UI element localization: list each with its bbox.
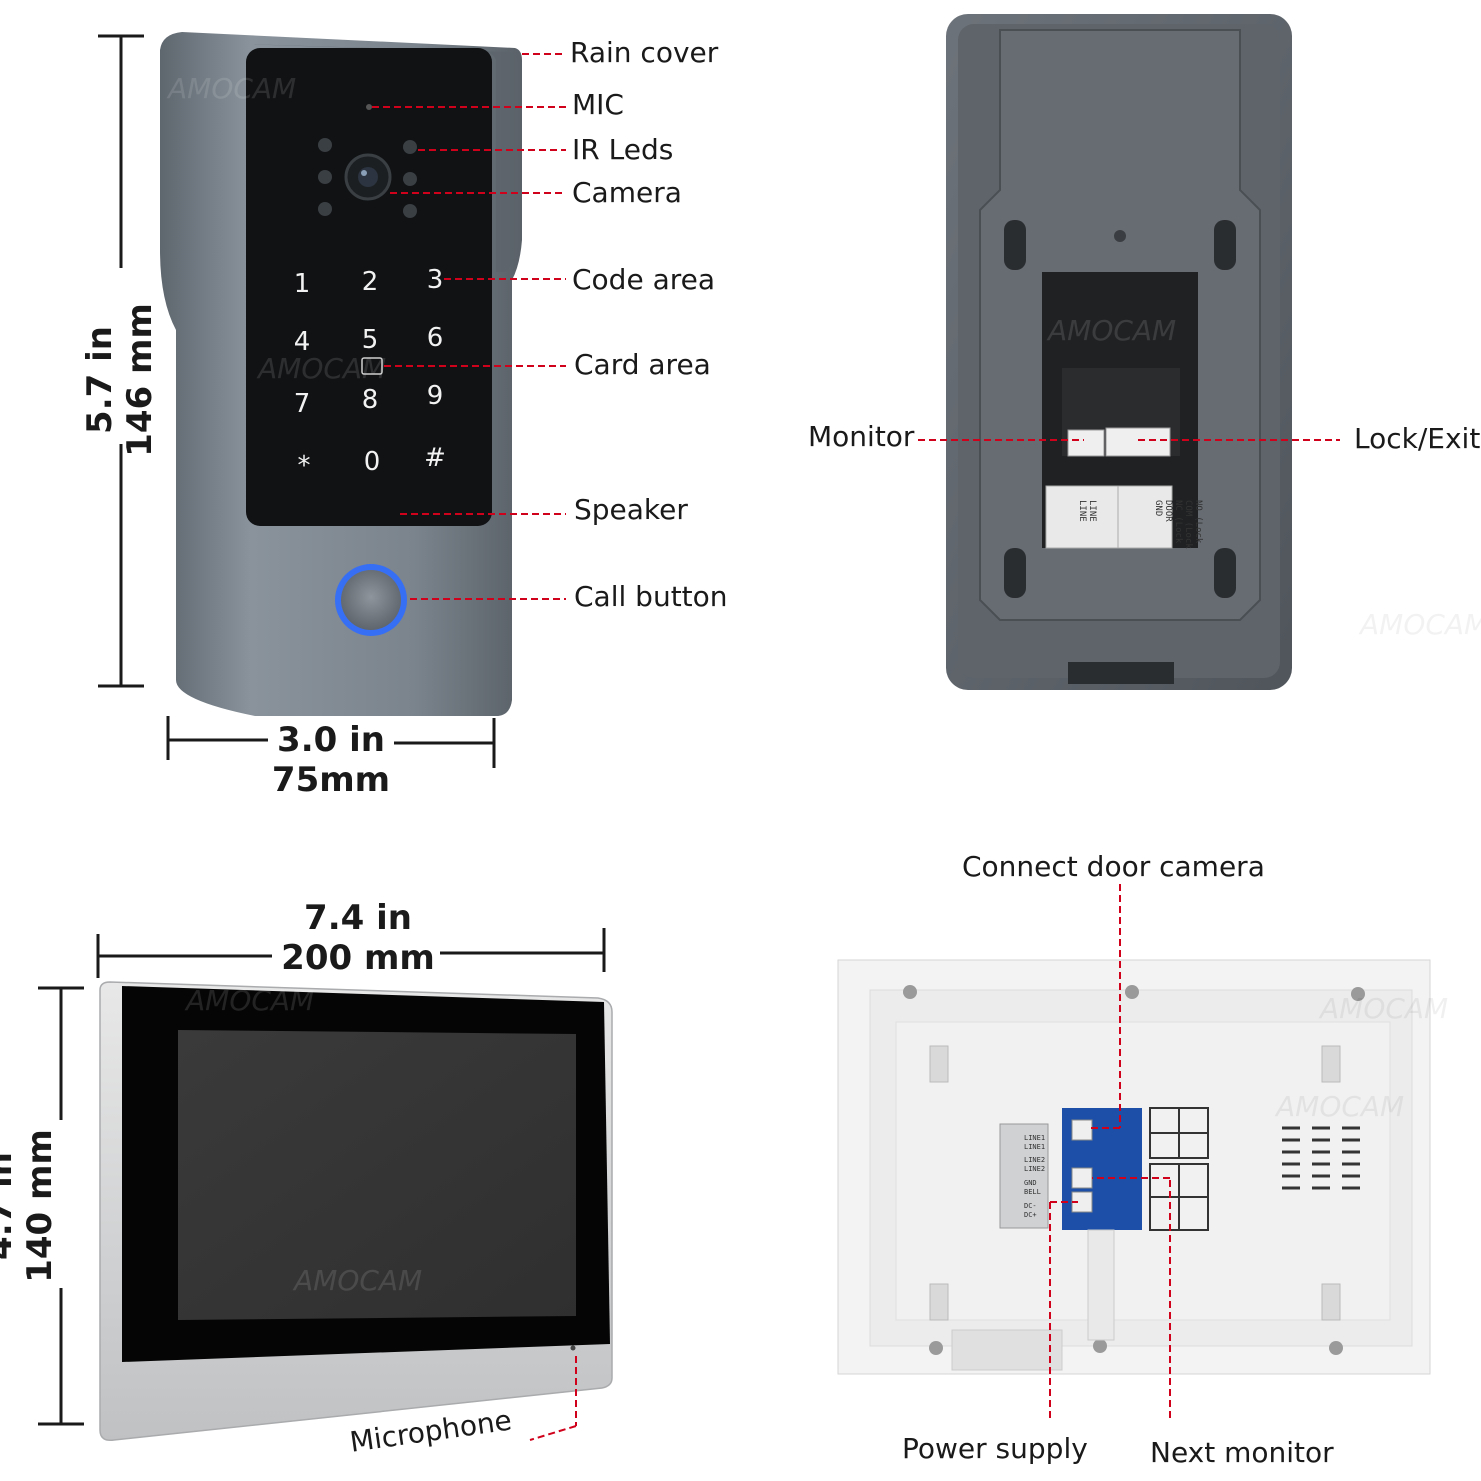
svg-text:AMOCAM: AMOCAM [166,72,296,105]
call-button[interactable] [341,570,401,630]
door-width-dimension: 3.0 in 75mm [236,720,426,800]
monitor-height-mm: 140 mm [20,1129,60,1283]
monitor-width-mm: 200 mm [281,938,435,978]
monitor-back: AMOCAM AMOCAM LINE1 LINE1 LINE2 LINE2 GN… [837,959,1448,1375]
next-monitor-port [1071,1167,1093,1189]
terminal-door: DOOR [1163,500,1173,522]
svg-text:AMOCAM: AMOCAM [1274,1090,1404,1123]
screw [1351,987,1365,1001]
monitor-back-leaders [1049,884,1171,1418]
terminal-bell: BELL [1024,1188,1041,1196]
door-height-dimension: 5.7 in 146 mm [80,240,160,520]
terminal-no: NO (Lock [1193,500,1203,544]
terminal-line1-a: LINE1 [1024,1134,1045,1142]
front-dimension-lines [98,34,496,768]
key-8[interactable]: 8 [362,385,379,415]
back-terminal-block [1045,485,1173,549]
door-station-front: AMOCAM AMOCAM 1 2 3 4 5 6 7 8 9 * 0 # [160,32,522,716]
key-3[interactable]: 3 [427,265,444,295]
terminal-dc-plus: DC+ [1024,1211,1037,1219]
monitor-width-dimension: 7.4 in 200 mm [256,898,460,978]
monitor-port-label: Monitor [808,420,915,453]
terminal-line2-a: LINE2 [1024,1156,1045,1164]
terminal-line-1: LINE [1077,500,1087,522]
mount-slot [1214,548,1236,598]
monitor-screen [178,1030,576,1320]
monitor-connector [1067,429,1105,457]
terminal-line1-b: LINE1 [1024,1143,1045,1151]
terminal-com: COM (Lock [1183,500,1193,549]
mic-label: MIC [572,88,624,121]
mount-slot [1004,220,1026,270]
card-area-label: Card area [574,348,711,381]
monitor-height-in: 4.7 in [0,1152,20,1260]
svg-text:AMOCAM: AMOCAM [184,984,314,1017]
door-height-in: 5.7 in [80,326,120,434]
mount-slot [1214,220,1236,270]
terminal-line2-b: LINE2 [1024,1165,1045,1173]
terminal-dc-minus: DC- [1024,1202,1037,1210]
keypad-panel [246,48,492,526]
terminal-line-2: LINE [1087,500,1097,522]
rain-cover-label: Rain cover [570,36,719,69]
microphone-leader [529,1356,577,1441]
svg-text:AMOCAM: AMOCAM [1318,992,1448,1025]
next-monitor-label: Next monitor [1150,1436,1334,1469]
key-7[interactable]: 7 [294,389,311,419]
monitor-width-in: 7.4 in [304,898,412,938]
monitor-terminal-block [999,1123,1049,1229]
key-2[interactable]: 2 [362,267,379,297]
monitor-front: AMOCAM AMOCAM [99,981,613,1442]
monitor-dimension-lines [38,928,606,1426]
door-station-back: AMOCAM LINE LINE GND DOOR NC (Lock COM (… [946,14,1481,690]
key-9[interactable]: 9 [427,381,444,411]
ir-leds [318,138,417,218]
front-leader-lines [372,53,566,600]
camera-label: Camera [572,176,682,209]
card-reader-icon [361,357,383,375]
speaker-grille [1282,1126,1360,1190]
key-0[interactable]: 0 [364,447,381,477]
door-camera-port [1071,1119,1093,1141]
ir-leds-label: IR Leds [572,133,674,166]
power-supply-label: Power supply [902,1432,1088,1465]
speaker-label: Speaker [574,493,688,526]
knockout-grid [1149,1107,1209,1231]
screw [1329,1341,1343,1355]
key-1[interactable]: 1 [294,269,311,299]
terminal-gnd: GND [1153,500,1163,516]
connect-door-camera-label: Connect door camera [962,850,1265,883]
screw-hole [1114,230,1126,242]
bottom-slot [1068,662,1174,684]
terminal-nc: NC (Lock [1173,500,1183,544]
svg-text:AMOCAM: AMOCAM [1358,608,1481,641]
mic-hole [366,104,372,110]
key-star[interactable]: * [298,451,311,481]
svg-text:AMOCAM: AMOCAM [1046,314,1176,347]
call-button-label: Call button [574,580,728,613]
door-height-mm: 146 mm [120,303,160,457]
keypad: 1 2 3 4 5 6 7 8 9 * 0 # [294,265,446,481]
key-5[interactable]: 5 [362,325,379,355]
microphone-hole [570,1345,576,1351]
screw [903,985,917,999]
key-4[interactable]: 4 [294,327,311,357]
key-hash[interactable]: # [424,443,446,473]
monitor-height-dimension: 4.7 in 140 mm [0,1096,60,1316]
key-6[interactable]: 6 [427,323,444,353]
screw [929,1341,943,1355]
screw [1093,1339,1107,1353]
svg-text:AMOCAM: AMOCAM [292,1264,422,1297]
lock-exit-connector [1105,427,1171,457]
door-width-mm: 75mm [271,760,391,800]
code-area-label: Code area [572,263,716,296]
door-width-in: 3.0 in [277,720,385,760]
screw [1125,985,1139,999]
terminal-gnd: GND [1024,1179,1037,1187]
svg-text:AMOCAM: AMOCAM [256,352,386,385]
mount-slot [1004,548,1026,598]
lock-exit-label: Lock/Exit [1354,422,1481,455]
